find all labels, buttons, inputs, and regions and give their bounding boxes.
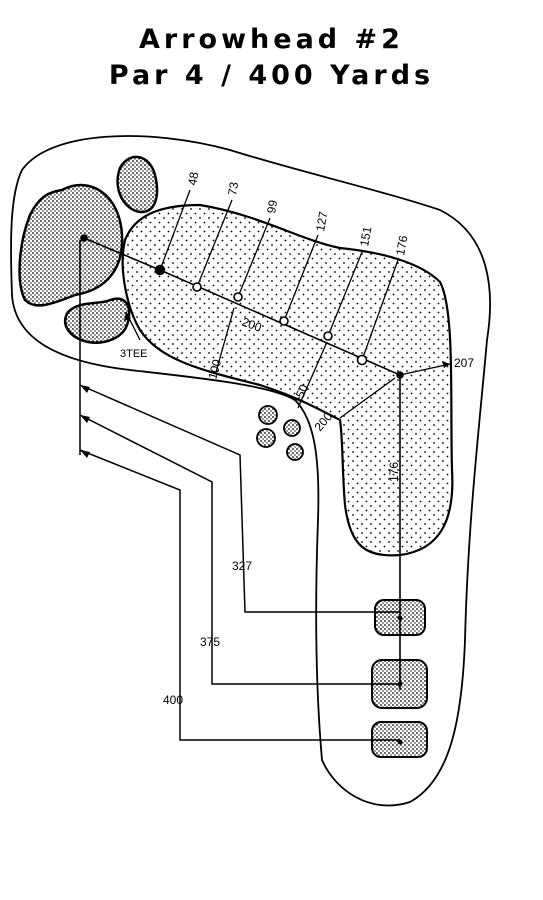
- guide-327: [79, 384, 400, 613]
- yardage-guides: [79, 240, 400, 741]
- marker-73: [192, 282, 202, 292]
- guide-arrow-375: [80, 415, 90, 423]
- dogleg-leader: [399, 363, 451, 376]
- marker-label-127: 127: [313, 210, 330, 232]
- tee-yardage-400: 400: [163, 693, 183, 707]
- tee-dot-front: [397, 739, 403, 745]
- tee-yardage-327: 327: [232, 559, 252, 573]
- marker-leader-127: [283, 234, 319, 322]
- green: [18, 183, 124, 307]
- hole-boundary: [10, 135, 491, 807]
- guide-arrow-327: [80, 385, 90, 393]
- marker-label-48: 48: [185, 171, 201, 187]
- marker-leader-73: [196, 199, 233, 288]
- carry-line-200: [339, 377, 396, 419]
- marker-127: [279, 316, 289, 326]
- marker-176: [356, 354, 368, 366]
- marker-label-176: 176: [393, 234, 410, 256]
- marker-leader-48: [159, 189, 191, 271]
- marker-label-73: 73: [225, 181, 241, 197]
- marker-99: [233, 292, 243, 302]
- tee-dot-middle: [397, 681, 403, 687]
- guide-400: [79, 449, 400, 741]
- marker-207: [396, 371, 404, 379]
- carry-label-200-top: 200: [240, 315, 264, 335]
- marker-leader-176: [361, 259, 399, 361]
- tee-yardage-375: 375: [200, 635, 220, 649]
- tee-dot-back: [397, 615, 403, 621]
- bunker-top: [116, 155, 159, 214]
- fairway: [121, 203, 454, 557]
- marker-leader-99: [237, 217, 271, 298]
- hole-title: Arrowhead #2: [139, 24, 404, 55]
- dogleg-arrow: [442, 361, 450, 368]
- leg-label-176: 176: [387, 462, 401, 482]
- carry-label-100: 100: [205, 357, 224, 380]
- green-pin: [80, 234, 88, 242]
- marker-label-99: 99: [264, 199, 280, 215]
- carry-line-150: [297, 341, 328, 409]
- tree-cluster: [256, 405, 304, 461]
- tee-label: 3TEE: [120, 348, 148, 360]
- carry-line-100: [215, 307, 235, 373]
- marker-leader-151: [327, 251, 363, 337]
- marker-label-151: 151: [357, 225, 374, 247]
- bunker-bottom: [63, 297, 131, 344]
- marker-48: [154, 264, 166, 276]
- tee-label-arrowhead: [124, 312, 131, 321]
- marker-151: [323, 331, 333, 341]
- hole-subtitle: Par 4 / 400 Yards: [108, 60, 435, 91]
- distance-markers: [80, 234, 404, 379]
- guide-arrow-400: [80, 450, 90, 458]
- dogleg-distance-label: 207: [454, 356, 474, 370]
- guide-375: [79, 414, 400, 685]
